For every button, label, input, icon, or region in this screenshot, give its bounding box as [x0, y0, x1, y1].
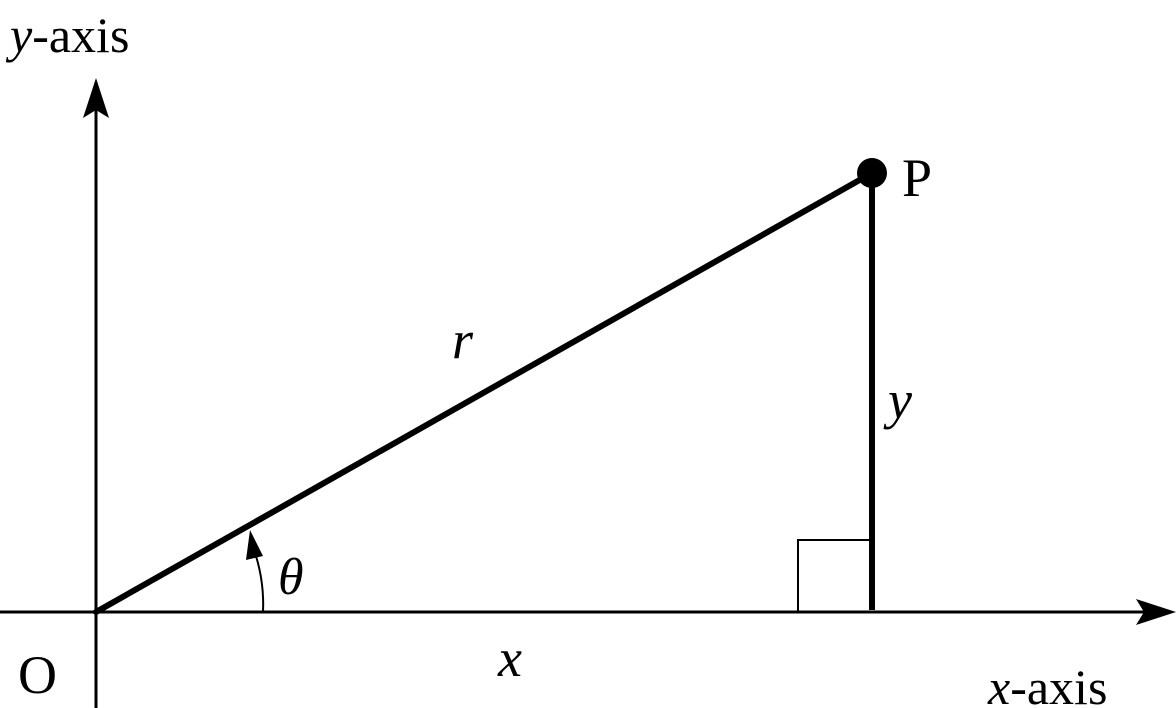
origin-label: O: [18, 645, 57, 705]
hypotenuse-label: r: [452, 310, 474, 370]
y-axis-label-var: y: [5, 7, 33, 63]
y-axis-label-word: -axis: [32, 7, 129, 63]
hypotenuse-r: [93, 170, 875, 615]
opposite-side-label: y: [883, 370, 912, 430]
adjacent-side-label: x: [497, 628, 522, 688]
right-angle-marker: [797, 539, 870, 612]
point-p-label: P: [902, 148, 932, 208]
y-axis-label: y-axis: [5, 7, 129, 63]
y-axis-arrowhead: [83, 78, 109, 118]
angle-theta-label: θ: [278, 549, 304, 606]
point-p-dot: [857, 158, 887, 188]
x-axis-label-word: -axis: [1010, 659, 1107, 708]
x-axis-label-var: x: [987, 659, 1010, 708]
x-axis-arrowhead: [1136, 599, 1176, 625]
angle-theta-arrowhead: [246, 530, 263, 560]
angle-theta-arc: [255, 555, 265, 613]
x-axis-label: x-axis: [987, 659, 1107, 708]
